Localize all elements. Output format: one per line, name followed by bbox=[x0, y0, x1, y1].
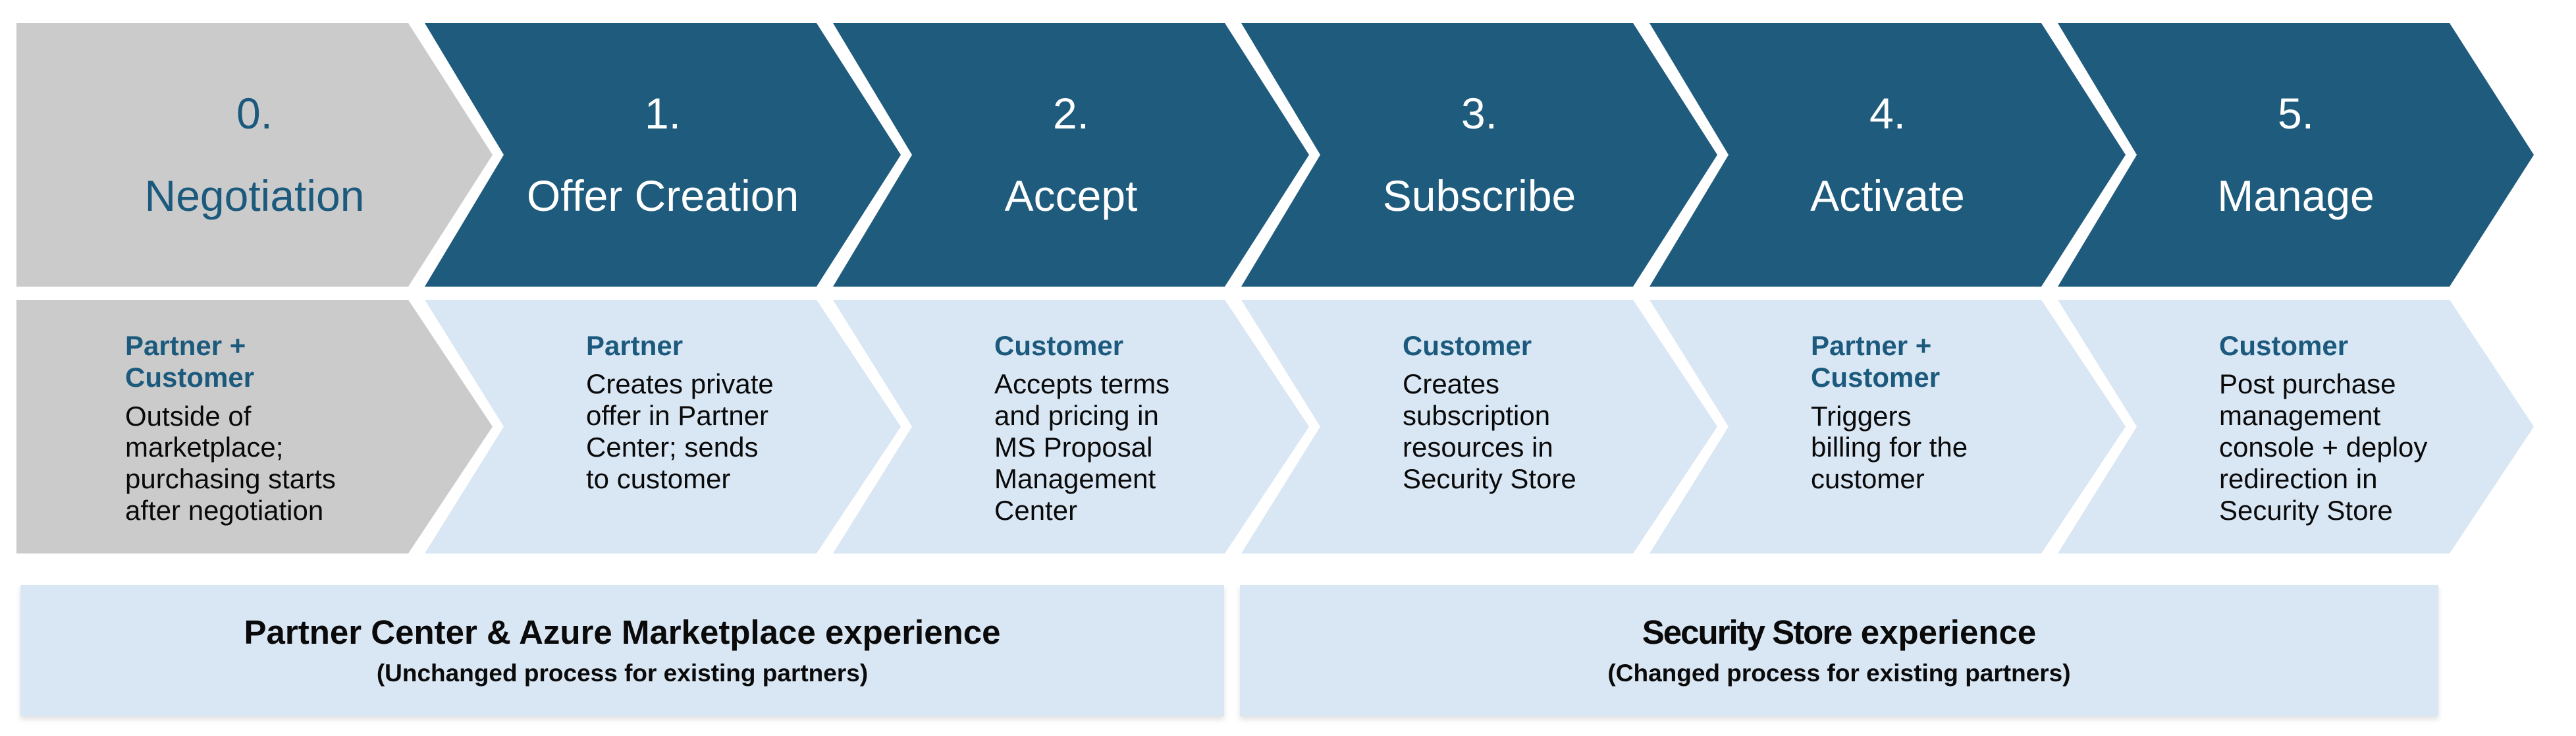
step-0-description: Outside of marketplace; purchasing start… bbox=[125, 400, 336, 526]
step-4-detail-chevron: Partner + Customer Triggers billing for … bbox=[1650, 300, 2126, 553]
step-1-title: Offer Creation bbox=[526, 171, 799, 220]
step-5-detail-chevron: Customer Post purchase management consol… bbox=[2058, 300, 2534, 553]
step-4-title: Activate bbox=[1810, 171, 1965, 220]
footer-security-store-brand: Security Store bbox=[1642, 613, 1853, 652]
step-3-actor: Customer bbox=[1403, 330, 1532, 361]
step-0-detail-chevron: Partner + Customer Outside of marketplac… bbox=[16, 300, 493, 553]
footer-security-store-title: Security Store experience bbox=[1642, 614, 2036, 651]
step-4-description: Triggers billing for the customer bbox=[1811, 400, 1968, 495]
footer-security-store-title-rest: experience bbox=[1851, 613, 2037, 652]
step-5-phase-chevron: 5. Manage bbox=[2058, 23, 2534, 287]
footer-security-store-subtitle: (Changed process for existing partners) bbox=[1607, 660, 2071, 687]
step-0-number: 0. bbox=[236, 89, 273, 138]
step-3-description: Creates subscription resources in Securi… bbox=[1403, 368, 1576, 494]
footer-partner-center-title: Partner Center & Azure Marketplace exper… bbox=[244, 613, 1001, 652]
step-1-phase-chevron: 1. Offer Creation bbox=[425, 23, 901, 287]
step-4-actor: Partner + Customer bbox=[1811, 330, 1941, 393]
step-2-detail-chevron: Customer Accepts terms and pricing in MS… bbox=[833, 300, 1309, 553]
step-5-actor: Customer bbox=[2219, 330, 2349, 361]
step-2-actor: Customer bbox=[994, 330, 1124, 361]
step-1-description: Creates private offer in Partner Center;… bbox=[586, 368, 774, 494]
step-2-description: Accepts terms and pricing in MS Proposal… bbox=[994, 368, 1170, 526]
step-0-phase-chevron: 0. Negotiation bbox=[16, 23, 493, 287]
step-3-phase-chevron: 3. Subscribe bbox=[1241, 23, 1717, 287]
step-1-actor: Partner bbox=[586, 330, 684, 361]
step-2-number: 2. bbox=[1052, 89, 1090, 138]
step-5-title: Manage bbox=[2217, 171, 2375, 220]
footer-partner-center-bar: Partner Center & Azure Marketplace exper… bbox=[20, 585, 1224, 716]
step-4-phase-chevron: 4. Activate bbox=[1650, 23, 2126, 287]
step-4-number: 4. bbox=[1869, 89, 1906, 138]
step-0-actor: Partner + Customer bbox=[125, 330, 255, 393]
step-5-number: 5. bbox=[2277, 89, 2315, 138]
step-1-detail-chevron: Partner Creates private offer in Partner… bbox=[425, 300, 901, 553]
step-0-title: Negotiation bbox=[144, 171, 365, 220]
step-3-number: 3. bbox=[1461, 89, 1498, 138]
step-3-detail-chevron: Customer Creates subscription resources … bbox=[1241, 300, 1717, 553]
step-5-description: Post purchase management console + deplo… bbox=[2219, 368, 2428, 526]
step-2-phase-chevron: 2. Accept bbox=[833, 23, 1309, 287]
footer-security-store-bar: Security Store experience (Changed proce… bbox=[1240, 585, 2438, 716]
step-1-number: 1. bbox=[644, 89, 682, 138]
step-3-title: Subscribe bbox=[1382, 171, 1576, 220]
step-2-title: Accept bbox=[1004, 171, 1138, 220]
footer-partner-center-subtitle: (Unchanged process for existing partners… bbox=[376, 660, 869, 687]
